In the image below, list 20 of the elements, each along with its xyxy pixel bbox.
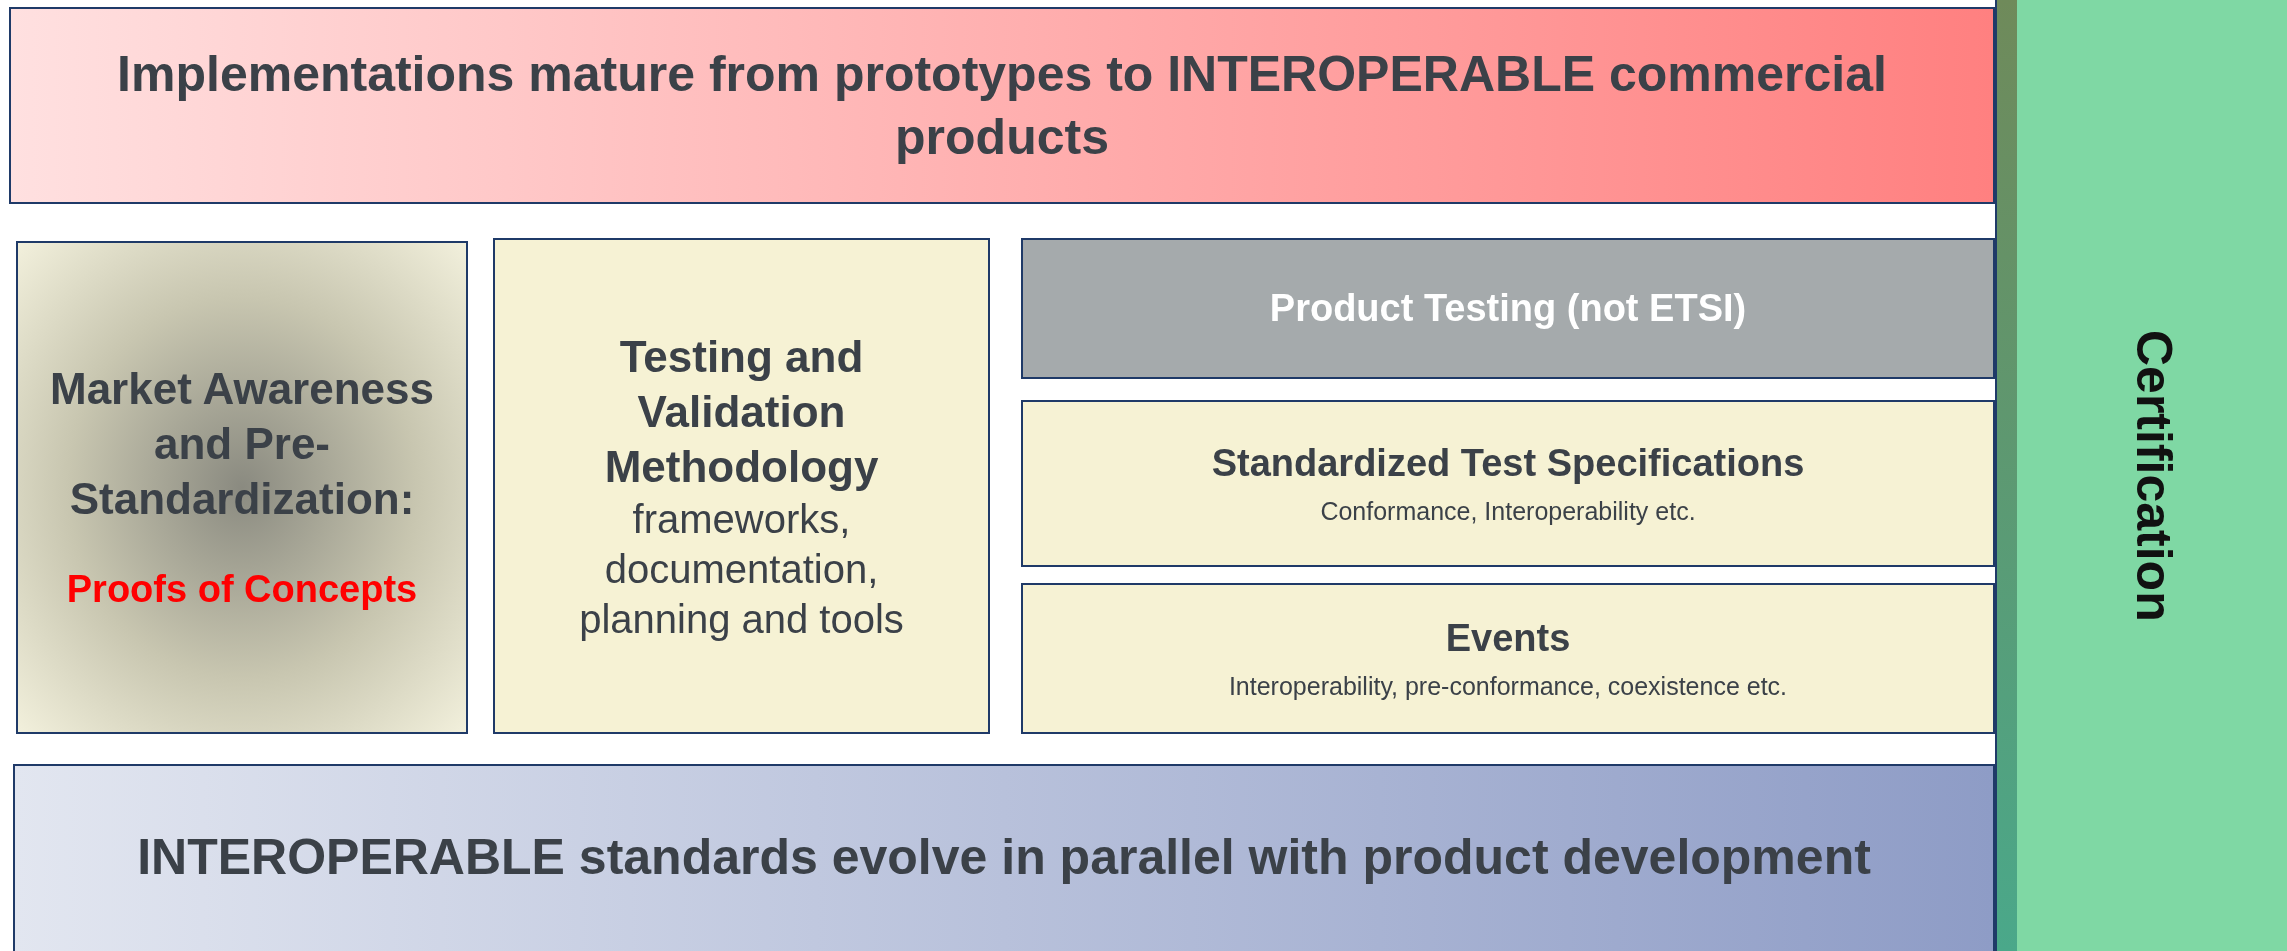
certification-panel [2017, 0, 2287, 951]
vertical-text: Certification [2125, 330, 2184, 622]
card-heading: Testing and Validation Methodology [603, 330, 880, 493]
banner-text: Implementations mature from prototypes to INTEROPERABLE commercial products [116, 45, 1888, 167]
banner-text: INTEROPERABLE standards evolve in parallel with product development [137, 827, 1871, 887]
card-heading: Standardized Test Specifications [1211, 441, 1805, 487]
title-banner [9, 7, 1995, 204]
methodology-card [493, 238, 990, 734]
card-subtext: Interoperability, pre-conformance, coexistence etc. [1228, 670, 1788, 702]
highlight-text: Proofs of Concepts [66, 567, 418, 613]
events-card [1021, 583, 1995, 734]
card-heading: Market Awareness and Pre-Standardization: [49, 363, 435, 526]
bar-text: Product Testing (not ETSI) [1269, 285, 1747, 331]
standards-banner [13, 764, 1995, 951]
product-testing-bar [1021, 238, 1995, 379]
card-heading: Events [1445, 616, 1571, 662]
test-specifications-card [1021, 400, 1995, 567]
card-body-text: frameworks, documentation, planning and tools [578, 495, 905, 643]
concept-card [16, 241, 468, 734]
card-subtext: Conformance, Interoperability etc. [1320, 495, 1696, 527]
